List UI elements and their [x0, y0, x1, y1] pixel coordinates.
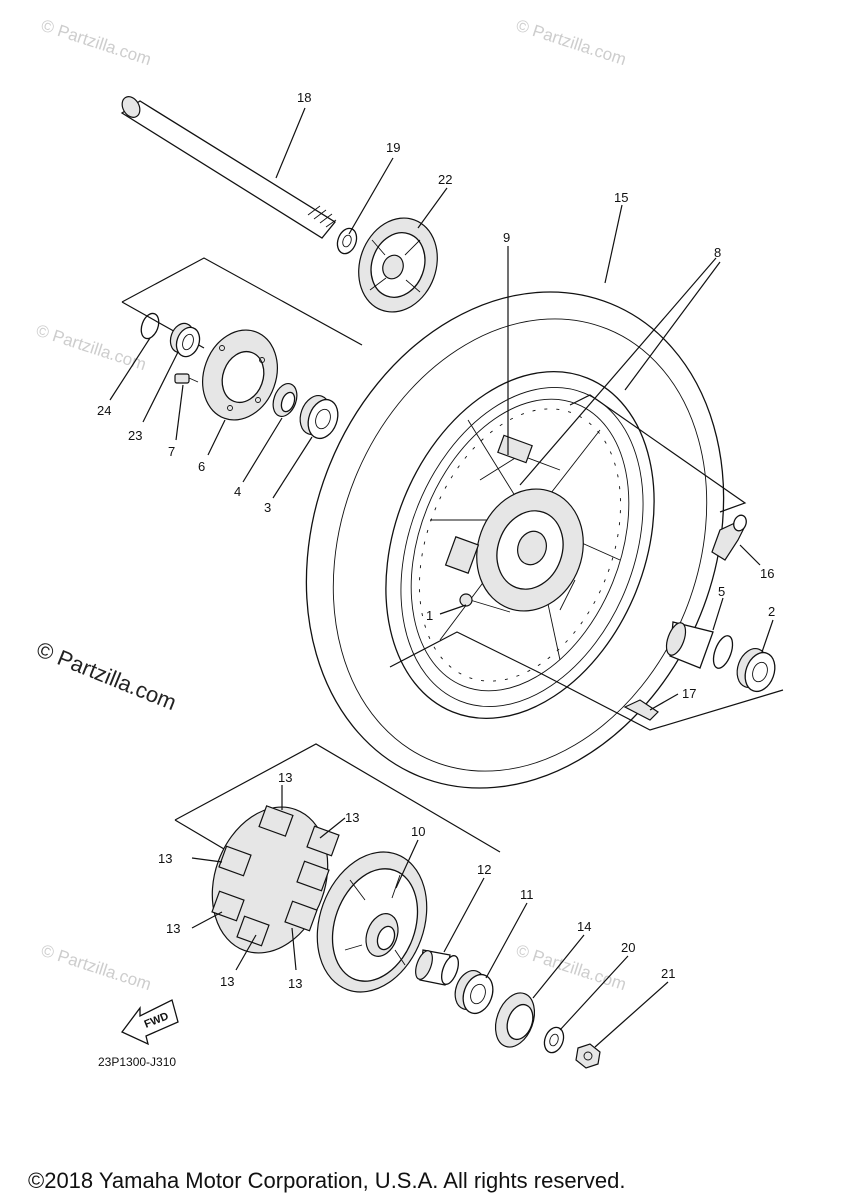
- callout-6: 6: [198, 459, 205, 474]
- callout-13: 13: [288, 976, 302, 991]
- leader-lines: [109, 107, 774, 1048]
- watermark: © Partzilla.com: [39, 16, 154, 69]
- bolt-small: [174, 373, 199, 384]
- spacer-hub: [415, 949, 459, 986]
- bearing-left: [299, 395, 339, 440]
- hub-cover: [358, 217, 438, 313]
- collar: [336, 227, 358, 255]
- watermark: © Partzilla.com: [514, 16, 629, 69]
- oil-seal-sprocket: [494, 992, 536, 1048]
- callout-19: 19: [386, 140, 400, 155]
- forward-arrow-icon: FWD: [120, 999, 179, 1046]
- balance-weight: [623, 699, 659, 721]
- bearing-right: [736, 648, 776, 693]
- bearing-sprocket: [454, 970, 494, 1015]
- callout-13: 13: [220, 974, 234, 989]
- copyright-notice: ©2018 Yamaha Motor Corporation, U.S.A. A…: [28, 1168, 625, 1193]
- callout-8: 8: [714, 245, 721, 260]
- callout-13: 13: [158, 851, 172, 866]
- callout-20: 20: [621, 940, 635, 955]
- brake-disc-plate: [202, 329, 278, 421]
- callout-23: 23: [128, 428, 142, 443]
- callout-15: 15: [614, 190, 628, 205]
- callout-3: 3: [264, 500, 271, 515]
- callout-1: 1: [426, 608, 433, 623]
- sprocket-hub: [316, 851, 428, 993]
- watermark: © Partzilla.com: [514, 941, 629, 994]
- callout-21: 21: [661, 966, 675, 981]
- watermark: © Partzilla.com: [39, 941, 154, 994]
- valve-stem: [711, 514, 747, 561]
- watermark-large: © Partzilla.com: [33, 636, 180, 715]
- callout-17: 17: [682, 686, 696, 701]
- diagram-code: 23P1300-J310: [98, 1055, 176, 1069]
- collar-threaded: [169, 322, 201, 358]
- spacer-collar: [665, 621, 734, 669]
- callout-12: 12: [477, 862, 491, 877]
- callout-7: 7: [168, 444, 175, 459]
- o-ring: [140, 312, 160, 340]
- callout-4: 4: [234, 484, 241, 499]
- callout-10: 10: [411, 824, 425, 839]
- callout-22: 22: [438, 172, 452, 187]
- oil-seal: [272, 382, 298, 418]
- damper-set: [211, 805, 340, 954]
- callout-13: 13: [166, 921, 180, 936]
- callout-11: 11: [520, 887, 534, 902]
- callout-18: 18: [297, 90, 311, 105]
- callout-5: 5: [718, 584, 725, 599]
- callout-16: 16: [760, 566, 774, 581]
- washer: [543, 1026, 565, 1054]
- right-bracket-lines: [389, 394, 784, 731]
- callout-13: 13: [345, 810, 359, 825]
- callout-2: 2: [768, 604, 775, 619]
- callout-24: 24: [97, 403, 111, 418]
- wheel-axle: [120, 96, 337, 239]
- callout-9: 9: [503, 230, 510, 245]
- axle-nut: [575, 1043, 601, 1069]
- callout-14: 14: [577, 919, 591, 934]
- callout-labels: 18 19 22 15 9 8 24 23 7 6 4 3 16 1 5 2 1…: [97, 90, 775, 991]
- cast-wheel: [410, 398, 630, 692]
- callout-13: 13: [278, 770, 292, 785]
